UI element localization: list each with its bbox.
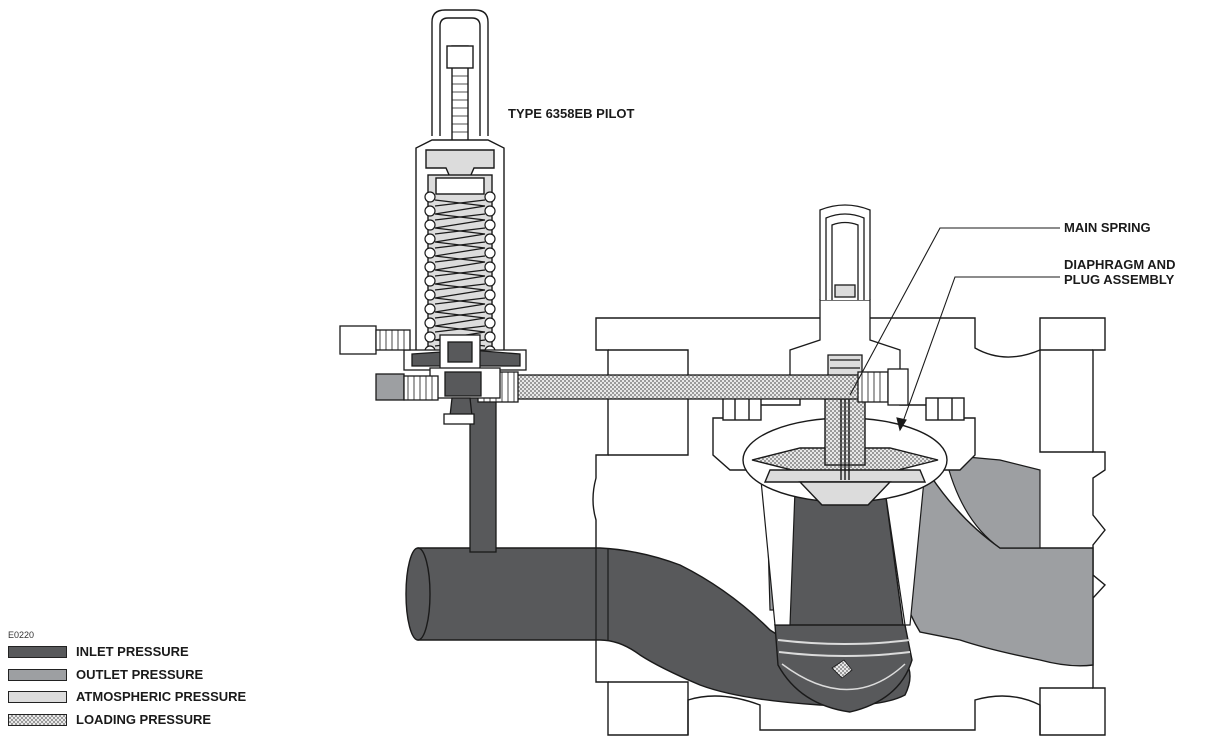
diaphragm-label-line1: DIAPHRAGM AND bbox=[1064, 257, 1176, 272]
figure-code: E0220 bbox=[8, 630, 35, 640]
leader-lines bbox=[849, 227, 1060, 432]
pilot-label: TYPE 6358EB PILOT bbox=[508, 106, 635, 121]
legend-label-inlet: INLET PRESSURE bbox=[76, 644, 189, 659]
legend-swatch-loading bbox=[8, 713, 67, 726]
main-valve-bonnet bbox=[712, 360, 976, 506]
boot-element bbox=[759, 469, 926, 713]
legend-swatch-outlet bbox=[8, 668, 67, 681]
main-valve-top bbox=[789, 204, 901, 396]
pilot-body bbox=[339, 325, 527, 425]
diaphragm-label-line2: PLUG ASSEMBLY bbox=[1064, 272, 1175, 287]
legend-label-outlet: OUTLET PRESSURE bbox=[76, 666, 204, 682]
legend-swatch-inlet bbox=[8, 646, 67, 658]
loading-pressure-line bbox=[477, 368, 909, 406]
legend-swatch-atmospheric bbox=[8, 691, 67, 703]
legend-label-atmospheric: ATMOSPHERIC PRESSURE bbox=[76, 689, 247, 704]
legend-label-loading: LOADING PRESSURE bbox=[76, 711, 212, 727]
main-spring-label: MAIN SPRING bbox=[1064, 220, 1151, 235]
